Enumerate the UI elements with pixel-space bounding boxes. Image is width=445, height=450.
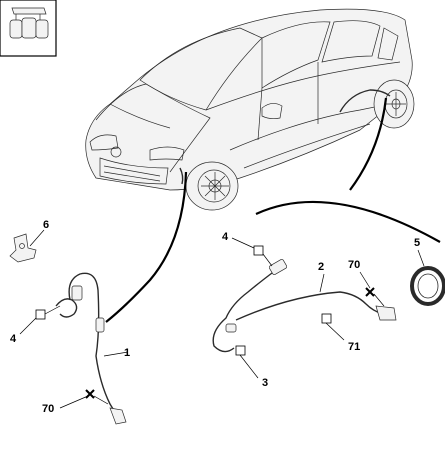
fastener-callout-70-left: 70 — [42, 389, 109, 415]
clip-detail-inset — [0, 0, 57, 57]
callout-6: 6 — [43, 219, 49, 231]
callout-71: 71 — [348, 341, 360, 353]
pointer-line-rear — [349, 97, 388, 191]
reference-tag — [35, 309, 46, 320]
bracket-part-6: 6 — [9, 219, 49, 263]
car-illustration — [85, 8, 415, 211]
reference-tag — [235, 345, 246, 356]
rear-sensor-cable-part-2: 2 — [212, 259, 397, 353]
callout-70-left: 70 — [42, 403, 54, 415]
connector-callout-4-left: 4 — [10, 305, 61, 345]
pointer-line-front — [105, 171, 188, 323]
clip-detail-icon — [9, 7, 49, 39]
callout-4-left: 4 — [10, 333, 17, 345]
x-mark-icon — [85, 389, 95, 399]
callout-70-right: 70 — [348, 259, 360, 271]
callout-3: 3 — [262, 377, 268, 389]
callout-1: 1 — [124, 347, 130, 359]
pointer-arc-rear — [255, 200, 441, 243]
front-wheel — [185, 161, 239, 211]
clip-callout-3: 3 — [235, 345, 268, 389]
reference-tag — [253, 245, 264, 256]
x-mark-icon — [365, 287, 375, 297]
rear-wheel — [373, 79, 415, 129]
clip-callout-71: 71 — [321, 313, 360, 353]
fastener-callout-70-right: 70 — [348, 259, 385, 307]
tone-ring-part-5: 5 — [410, 237, 445, 306]
callout-5: 5 — [414, 237, 420, 249]
connector-callout-4-right: 4 — [222, 231, 273, 267]
callout-2: 2 — [318, 261, 324, 273]
reference-tag — [321, 313, 332, 324]
callout-4-right: 4 — [222, 231, 229, 243]
front-sensor-cable-part-1: 1 — [55, 272, 130, 425]
